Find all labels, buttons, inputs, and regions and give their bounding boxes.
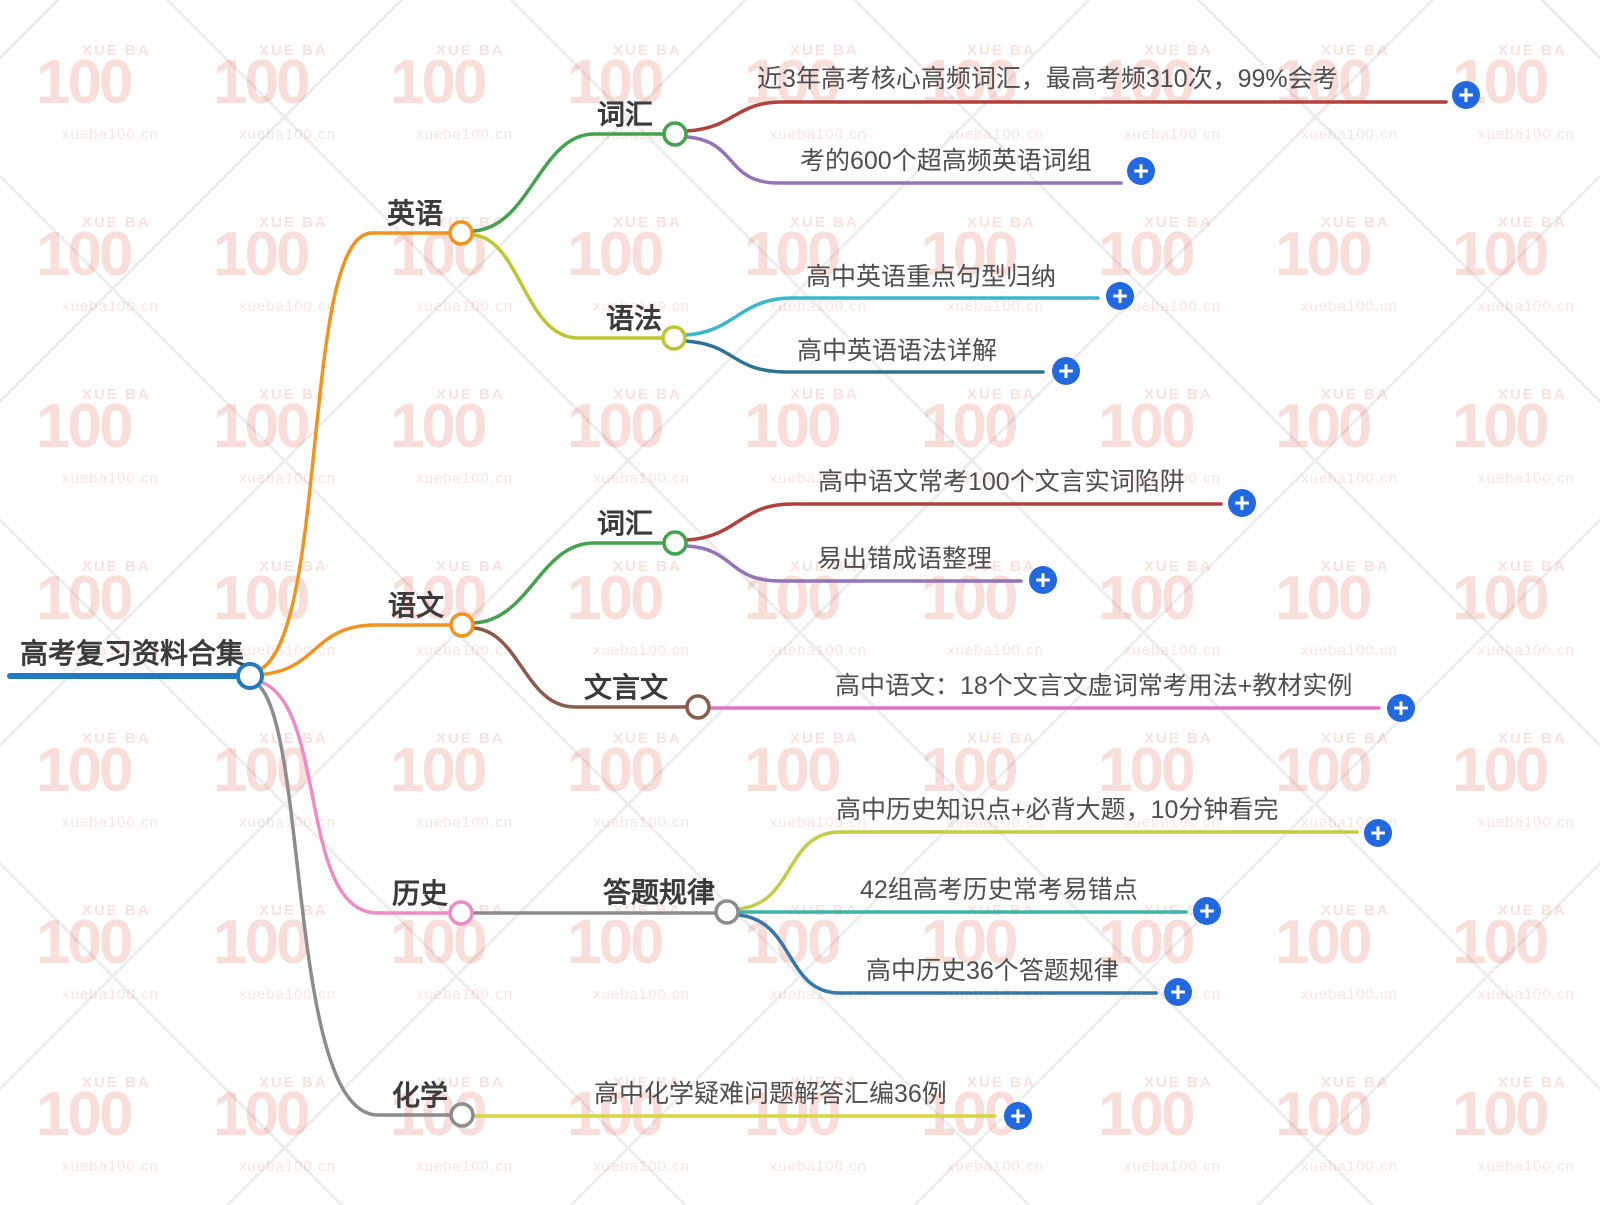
add-button-en-leaf1[interactable]: + bbox=[1452, 80, 1480, 110]
node-label-cn-classical[interactable]: 文言文 bbox=[584, 672, 669, 703]
node-circle-chemistry[interactable] bbox=[449, 1102, 475, 1128]
node-circle-cn-classical[interactable] bbox=[685, 694, 711, 720]
leaf-hist-36-rules[interactable]: 高中历史36个答题规律 bbox=[866, 957, 1119, 985]
node-circle-cn-vocab[interactable] bbox=[662, 530, 688, 556]
node-circle-en-grammar[interactable] bbox=[661, 325, 687, 351]
add-button-cn-leaf2[interactable]: + bbox=[1029, 565, 1057, 595]
node-circle-chinese[interactable] bbox=[449, 612, 475, 638]
node-circle-en-vocab[interactable] bbox=[662, 121, 688, 147]
leaf-cn-18-function-words[interactable]: 高中语文：18个文言文虚词常考用法+教材实例 bbox=[835, 672, 1353, 700]
svg-text:+: + bbox=[1370, 818, 1386, 848]
svg-text:+: + bbox=[1133, 156, 1149, 186]
add-button-en-leaf3[interactable]: + bbox=[1106, 281, 1134, 311]
leaf-hist-42-mistakes[interactable]: 42组高考历史常考易错点 bbox=[860, 876, 1138, 904]
add-button-hist-leaf1[interactable]: + bbox=[1364, 818, 1392, 848]
node-label-cn-vocab[interactable]: 词汇 bbox=[597, 508, 654, 539]
node-label-english[interactable]: 英语 bbox=[387, 198, 444, 229]
node-label-chinese[interactable]: 语文 bbox=[388, 590, 445, 621]
svg-text:+: + bbox=[1393, 693, 1409, 723]
svg-text:+: + bbox=[1010, 1101, 1026, 1131]
node-label-en-vocab[interactable]: 词汇 bbox=[597, 99, 654, 130]
svg-text:+: + bbox=[1199, 896, 1215, 926]
svg-text:+: + bbox=[1035, 565, 1051, 595]
edge-envocab-leaf1 bbox=[685, 100, 1448, 133]
add-button-cn-leaf1[interactable]: + bbox=[1228, 488, 1256, 518]
edge-grammar-leaf3 bbox=[684, 296, 1100, 337]
root-node-label[interactable]: 高考复习资料合集 bbox=[20, 638, 245, 669]
add-button-hist-leaf3[interactable]: + bbox=[1164, 977, 1192, 1007]
svg-text:+: + bbox=[1458, 80, 1474, 110]
node-label-history[interactable]: 历史 bbox=[392, 878, 449, 909]
leaf-hist-knowledge-points[interactable]: 高中历史知识点+必背大题，10分钟看完 bbox=[836, 796, 1279, 824]
leaf-en-highfreq-words[interactable]: 近3年高考核心高频词汇，最高考频310次，99%会考 bbox=[757, 65, 1338, 93]
node-circle-english[interactable] bbox=[448, 220, 474, 246]
add-button-en-leaf2[interactable]: + bbox=[1127, 156, 1155, 186]
edge-chinese-vocab bbox=[472, 541, 665, 625]
edge-english-vocab bbox=[471, 132, 665, 233]
leaf-en-sentence-patterns[interactable]: 高中英语重点句型归纳 bbox=[806, 263, 1057, 291]
add-button-cn-leaf3[interactable]: + bbox=[1387, 693, 1415, 723]
node-label-en-grammar[interactable]: 语法 bbox=[606, 303, 663, 334]
edge-cnvocab-leaf1 bbox=[685, 502, 1223, 542]
svg-text:+: + bbox=[1112, 281, 1128, 311]
svg-text:+: + bbox=[1234, 488, 1250, 518]
svg-text:+: + bbox=[1170, 977, 1186, 1007]
leaf-en-600-phrases[interactable]: 考的600个超高频英语词组 bbox=[800, 147, 1092, 175]
add-button-en-leaf4[interactable]: + bbox=[1052, 356, 1080, 386]
leaf-chem-36-cases[interactable]: 高中化学疑难问题解答汇编36例 bbox=[594, 1080, 947, 1108]
svg-text:+: + bbox=[1058, 356, 1074, 386]
add-button-hist-leaf2[interactable]: + bbox=[1193, 896, 1221, 926]
node-label-hist-rules[interactable]: 答题规律 bbox=[603, 877, 716, 908]
leaf-cn-100-traps[interactable]: 高中语文常考100个文言实词陷阱 bbox=[818, 468, 1185, 496]
leaf-en-grammar-detail[interactable]: 高中英语语法详解 bbox=[797, 337, 998, 365]
leaf-cn-idioms[interactable]: 易出错成语整理 bbox=[817, 545, 993, 573]
node-label-chemistry[interactable]: 化学 bbox=[392, 1080, 449, 1111]
node-circle-hist-rules[interactable] bbox=[714, 899, 740, 925]
node-circle-history[interactable] bbox=[448, 900, 474, 926]
add-button-chem-leaf1[interactable]: + bbox=[1004, 1101, 1032, 1131]
